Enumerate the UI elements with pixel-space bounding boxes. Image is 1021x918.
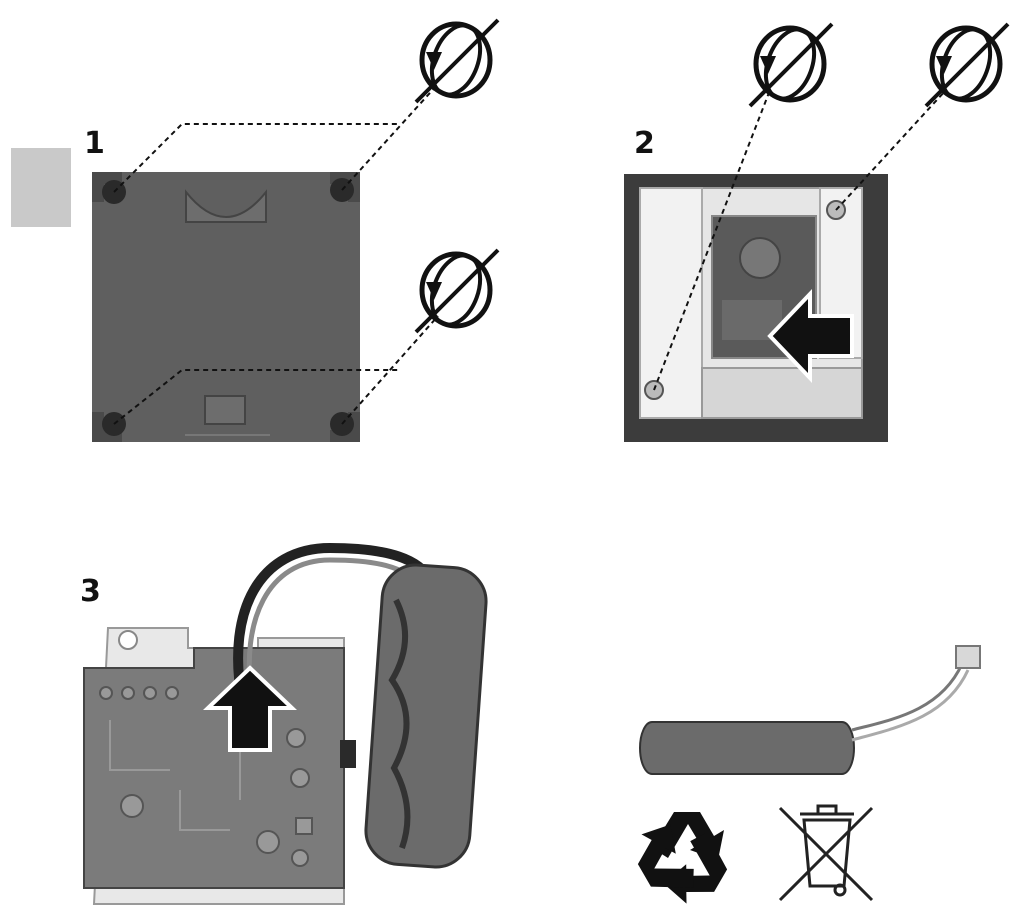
rotate-screw-icon xyxy=(750,23,832,106)
battery-connector xyxy=(955,645,981,669)
logo-emboss-bottom xyxy=(204,395,246,425)
push-arrow-icon xyxy=(203,665,297,752)
rotate-screw-icon xyxy=(926,23,1008,106)
replacement-battery-group xyxy=(639,645,981,775)
back-cover xyxy=(92,172,360,442)
step-number-3: 3 xyxy=(80,574,101,609)
step2-group xyxy=(624,23,1008,442)
step-number-2: 2 xyxy=(634,126,655,161)
logo-emboss-top xyxy=(185,189,267,223)
battery-pack xyxy=(364,563,488,869)
screw-leader-lines xyxy=(113,83,439,425)
page-tab-marker xyxy=(11,148,71,227)
recycle-icon xyxy=(637,812,728,904)
screw-leader-lines xyxy=(653,89,947,391)
step1-group xyxy=(92,19,498,442)
battery-cell xyxy=(639,721,855,775)
rotate-screw-icon xyxy=(416,249,498,332)
rotate-screw-icon xyxy=(416,19,498,102)
step3-group xyxy=(83,542,488,905)
step-number-1: 1 xyxy=(84,126,105,161)
crossed-out-bin-icon xyxy=(778,804,874,902)
